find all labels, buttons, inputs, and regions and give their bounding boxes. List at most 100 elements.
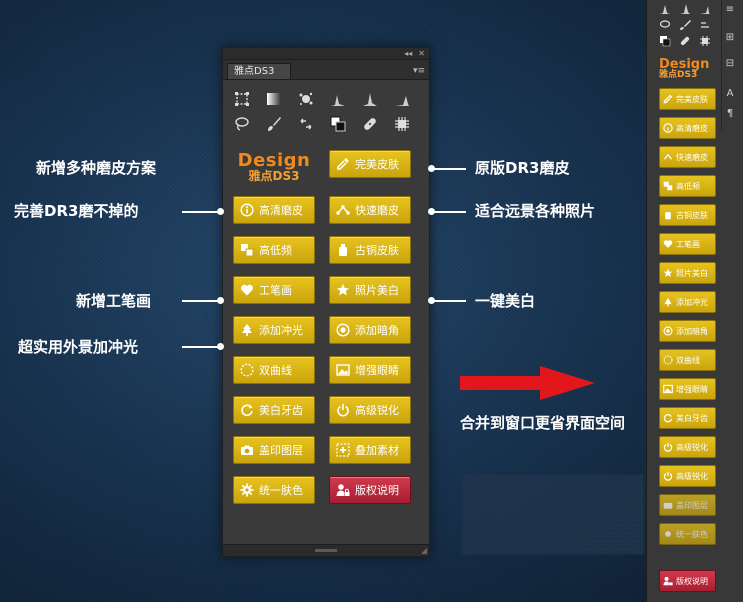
- color-swatch-icon[interactable]: [329, 115, 347, 133]
- add-light-button[interactable]: 添加冲光: [233, 316, 315, 344]
- unify-skin-button[interactable]: 统一肤色: [233, 476, 315, 504]
- refresh-icon: [240, 403, 254, 417]
- annotation-dot: [217, 297, 224, 304]
- vignette-icon: [336, 323, 350, 337]
- panel-bottom-bar: ◢: [223, 544, 429, 556]
- annotation-line: [432, 211, 466, 213]
- annotation-long-shot: 适合远景各种照片: [475, 202, 596, 220]
- dock-whiten-teeth-button[interactable]: 美白牙齿: [659, 407, 716, 429]
- annotation-dot: [428, 208, 435, 215]
- dock-side-paragraph-icon[interactable]: ¶: [726, 108, 734, 119]
- high-low-freq-button[interactable]: 高低频: [233, 236, 315, 264]
- button-label: 添加暗角: [355, 324, 399, 337]
- info-icon: [663, 123, 673, 133]
- gradient-icon[interactable]: [265, 90, 283, 108]
- enhance-eyes-button[interactable]: 增强眼睛: [329, 356, 411, 384]
- dock-logo-ds3: 雅点DS3: [659, 70, 698, 80]
- lasso-icon[interactable]: [657, 18, 673, 32]
- annotation-dot: [428, 165, 435, 172]
- bronze-skin-button[interactable]: 古铜皮肤: [329, 236, 411, 264]
- histogram-peak-icon[interactable]: [361, 90, 379, 108]
- perfect-skin-button[interactable]: 完美皮肤: [329, 150, 411, 178]
- dock-enhance-eyes-button[interactable]: 增强眼睛: [659, 378, 716, 400]
- lasso-icon[interactable]: [233, 115, 251, 133]
- dock-button-label: 工笔画: [676, 239, 700, 249]
- dock-fast-smoothing-button[interactable]: 快速磨皮: [659, 146, 716, 168]
- brush-icon[interactable]: [677, 18, 693, 32]
- annotation-outdoor-light: 超实用外景加冲光: [18, 338, 139, 356]
- dock-side-text-icon[interactable]: A: [726, 88, 734, 99]
- swap-icon[interactable]: [297, 115, 315, 133]
- whiten-teeth-button[interactable]: 美白牙齿: [233, 396, 315, 424]
- dock-button-label: 照片美白: [676, 268, 708, 278]
- dock-photo-whiten-button[interactable]: 照片美白: [659, 262, 716, 284]
- double-curve-button[interactable]: 双曲线: [233, 356, 315, 384]
- dock-high-low-freq-button[interactable]: 高低频: [659, 175, 716, 197]
- dock-double-curve-button[interactable]: 双曲线: [659, 349, 716, 371]
- splatter-icon[interactable]: [297, 90, 315, 108]
- swap-icon[interactable]: [697, 18, 713, 32]
- overlay-material-button[interactable]: 叠加素材: [329, 436, 411, 464]
- fast-smoothing-button[interactable]: 快速磨皮: [329, 196, 411, 224]
- dock-side-icon-1[interactable]: ≡: [725, 4, 735, 15]
- dock-side-icon-2[interactable]: ⊞: [725, 32, 735, 43]
- dock-button-label: 古铜皮肤: [676, 210, 708, 220]
- resize-corner-icon[interactable]: ◢: [420, 546, 427, 555]
- collapse-button[interactable]: ◂◂: [404, 48, 413, 58]
- image-icon: [336, 363, 350, 377]
- add-vignette-button[interactable]: 添加暗角: [329, 316, 411, 344]
- dock-add-light-button[interactable]: 添加冲光: [659, 291, 716, 313]
- dock-button-label: 完美皮肤: [676, 94, 708, 104]
- dock-advanced-sharpen-button[interactable]: 高级锐化: [659, 436, 716, 458]
- resize-grip[interactable]: [315, 549, 337, 552]
- dock-add-vignette-button[interactable]: 添加暗角: [659, 320, 716, 342]
- dock-advanced-sharpen-button-2[interactable]: 高级锐化: [659, 465, 716, 487]
- dock-unify-skin-button[interactable]: 统一肤色: [659, 523, 716, 545]
- bottle-icon: [663, 210, 673, 220]
- user-lock-icon: [663, 576, 673, 586]
- camera-icon: [663, 500, 673, 510]
- dock-stamp-layer-button[interactable]: 盖印图层: [659, 494, 716, 516]
- hd-smoothing-button[interactable]: 高清磨皮: [233, 196, 315, 224]
- stamp-layer-button[interactable]: 盖印图层: [233, 436, 315, 464]
- star-icon: [336, 283, 350, 297]
- power-icon: [663, 442, 673, 452]
- dock-bronze-skin-button[interactable]: 古铜皮肤: [659, 204, 716, 226]
- bandage-icon[interactable]: [677, 34, 693, 48]
- panel-tab[interactable]: 雅点DS3: [227, 63, 292, 79]
- annotation-dot: [428, 297, 435, 304]
- dock-gongbi-button[interactable]: 工笔画: [659, 233, 716, 255]
- user-lock-icon: [336, 483, 350, 497]
- advanced-sharpen-button[interactable]: 高级锐化: [329, 396, 411, 424]
- heart-icon: [240, 283, 254, 297]
- selection-frame-icon[interactable]: [233, 90, 251, 108]
- close-button[interactable]: ✕: [418, 48, 425, 58]
- copyright-button[interactable]: 版权说明: [329, 476, 411, 504]
- color-swatch-icon[interactable]: [657, 34, 673, 48]
- chip-icon[interactable]: [697, 34, 713, 48]
- gongbi-button[interactable]: 工笔画: [233, 276, 315, 304]
- dock-side-icon-3[interactable]: ⊟: [725, 58, 735, 69]
- panel-menu-button[interactable]: ▾≡: [412, 66, 425, 76]
- dock-design-logo: Design 雅点DS3: [659, 58, 709, 80]
- photo-whiten-button[interactable]: 照片美白: [329, 276, 411, 304]
- dock-perfect-skin-button[interactable]: 完美皮肤: [659, 88, 716, 110]
- dock-copyright-button[interactable]: 版权说明: [659, 570, 716, 592]
- annotation-gongbi: 新增工笔画: [76, 292, 152, 310]
- histogram-right-icon[interactable]: [393, 90, 411, 108]
- dashed-circle-icon: [240, 363, 254, 377]
- panel-title-bar[interactable]: ◂◂ ✕: [223, 48, 429, 60]
- histogram-peak-icon[interactable]: [677, 2, 693, 16]
- annotation-dot: [217, 343, 224, 350]
- dock-hd-smoothing-button[interactable]: 高清磨皮: [659, 117, 716, 139]
- histogram-right-icon[interactable]: [697, 2, 713, 16]
- brush-icon[interactable]: [265, 115, 283, 133]
- button-label: 完美皮肤: [355, 158, 399, 171]
- bandage-icon[interactable]: [361, 115, 379, 133]
- plus-frame-icon: [336, 443, 350, 457]
- annotation-line: [182, 346, 220, 348]
- histogram-icon[interactable]: [329, 90, 347, 108]
- chip-icon[interactable]: [393, 115, 411, 133]
- histogram-icon[interactable]: [657, 2, 673, 16]
- button-label: 高清磨皮: [259, 204, 303, 217]
